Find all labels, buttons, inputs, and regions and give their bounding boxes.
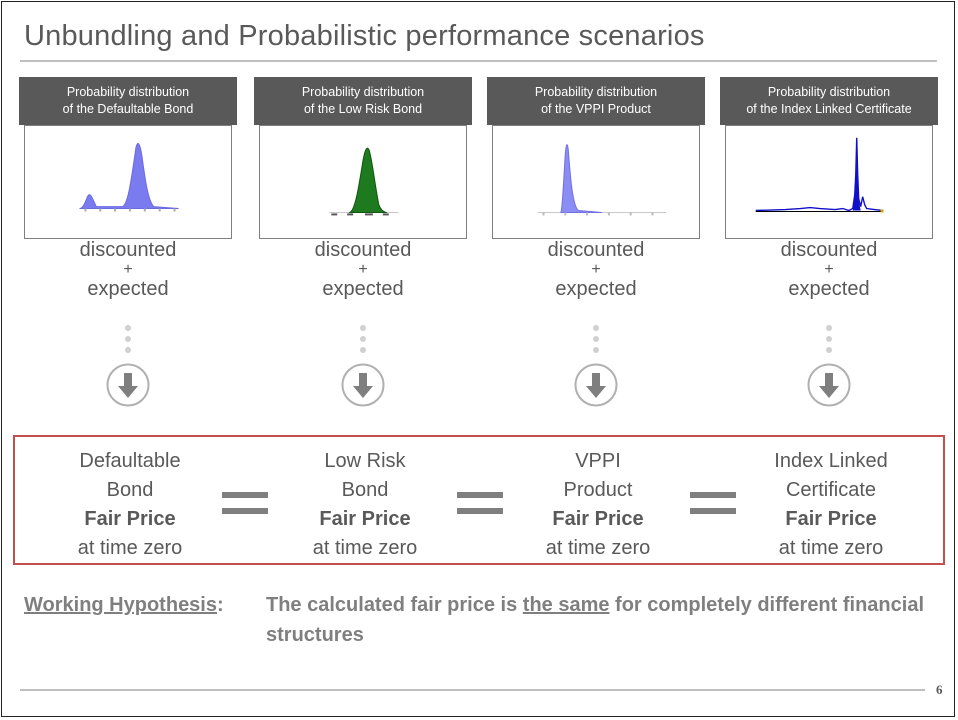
discounted-expected-label: discounted + expected [720, 240, 938, 299]
result-line-1: VPPI [575, 450, 621, 472]
result-line-2: Bond [341, 479, 389, 501]
column-header: Probability distribution of the VPPI Pro… [487, 77, 705, 125]
result-time-zero: at time zero [77, 537, 183, 559]
header-line-2: of the Index Linked Certificate [746, 102, 912, 116]
plus-sign: + [358, 261, 368, 278]
column-header: Probability distribution of the Defaulta… [19, 77, 237, 125]
distribution-chart-vppi-product [492, 125, 700, 239]
hypothesis-text: The calculated fair price is the same fo… [266, 590, 946, 650]
result-fair-price: Fair Price [319, 508, 411, 530]
header-line-1: Probability distribution [66, 85, 190, 99]
discounted-text: discounted [314, 239, 412, 261]
slide-title: Unbundling and Probabilistic performance… [24, 20, 705, 52]
hypothesis-label: Working Hypothesis [24, 594, 217, 616]
working-hypothesis: Working Hypothesis: The calculated fair … [24, 590, 924, 646]
result-low-risk-bond: Low Risk Bond Fair Price at time zero [270, 447, 460, 563]
result-defaultable-bond: Defaultable Bond Fair Price at time zero [35, 447, 225, 563]
plus-sign: + [123, 261, 133, 278]
arrow-down-icon [106, 363, 150, 407]
result-vppi-product: VPPI Product Fair Price at time zero [503, 447, 693, 563]
hypothesis-emphasis: the same [522, 594, 610, 616]
distribution-chart-low-risk-bond [259, 125, 467, 239]
dotted-connector [358, 325, 368, 358]
discounted-text: discounted [79, 239, 177, 261]
discounted-expected-label: discounted + expected [19, 240, 237, 299]
result-line-1: Index Linked [774, 450, 888, 472]
equals-sign-icon [690, 492, 736, 520]
dotted-connector [123, 325, 133, 358]
equals-sign-icon [457, 492, 503, 520]
result-line-1: Defaultable [79, 450, 181, 472]
header-line-1: Probability distribution [301, 85, 425, 99]
expected-text: expected [555, 278, 637, 300]
distribution-curve [348, 147, 387, 213]
header-line-1: Probability distribution [767, 85, 891, 99]
title-divider [20, 60, 937, 62]
distribution-curve [755, 137, 883, 212]
header-line-2: of the Defaultable Bond [62, 102, 194, 116]
header-line-2: of the Low Risk Bond [303, 102, 423, 116]
distribution-chart-defaultable-bond [24, 125, 232, 239]
result-line-2: Bond [106, 479, 154, 501]
plus-sign: + [824, 261, 834, 278]
result-time-zero: at time zero [778, 537, 884, 559]
discounted-expected-label: discounted + expected [487, 240, 705, 299]
distribution-curve [79, 143, 179, 210]
discounted-text: discounted [780, 239, 878, 261]
expected-text: expected [87, 278, 169, 300]
hypothesis-colon: : [217, 594, 224, 616]
column-header: Probability distribution of the Index Li… [720, 77, 938, 125]
arrow-down-icon [341, 363, 385, 407]
result-fair-price: Fair Price [552, 508, 644, 530]
page-number: 6 [936, 682, 943, 697]
distribution-curve [559, 144, 602, 213]
result-line-2: Product [563, 479, 633, 501]
expected-text: expected [322, 278, 404, 300]
plus-sign: + [591, 261, 601, 278]
discounted-text: discounted [547, 239, 645, 261]
distribution-chart-index-linked-certificate [725, 125, 933, 239]
result-line-2: Certificate [785, 479, 877, 501]
footer-divider [20, 689, 925, 691]
fair-price-equality-box: Defaultable Bond Fair Price at time zero… [13, 435, 945, 565]
result-time-zero: at time zero [545, 537, 651, 559]
result-fair-price: Fair Price [84, 508, 176, 530]
expected-text: expected [788, 278, 870, 300]
dotted-connector [591, 325, 601, 358]
arrow-down-icon [574, 363, 618, 407]
discounted-expected-label: discounted + expected [254, 240, 472, 299]
distribution-fill [852, 143, 861, 211]
hypothesis-text-after: for completely different financial struc… [266, 594, 925, 646]
header-line-2: of the VPPI Product [541, 102, 651, 116]
column-header: Probability distribution of the Low Risk… [254, 77, 472, 125]
result-fair-price: Fair Price [785, 508, 877, 530]
arrow-down-icon [807, 363, 851, 407]
result-index-linked-certificate: Index Linked Certificate Fair Price at t… [736, 447, 926, 563]
hypothesis-text-before: The calculated fair price is [266, 594, 523, 616]
dotted-connector [824, 325, 834, 358]
result-time-zero: at time zero [312, 537, 418, 559]
equals-sign-icon [222, 492, 268, 520]
header-line-1: Probability distribution [534, 85, 658, 99]
result-line-1: Low Risk [324, 450, 406, 472]
